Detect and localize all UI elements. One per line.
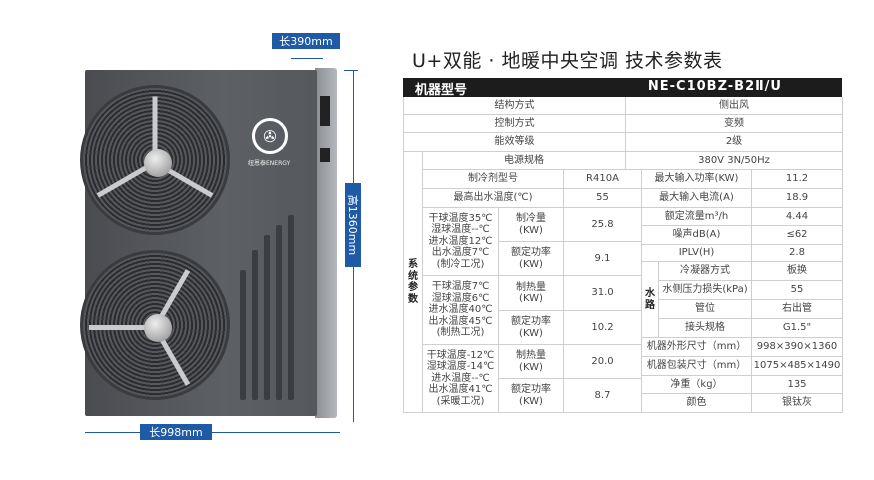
spec-label: 最大输入电流(A)	[642, 189, 752, 208]
spec-value: 20.0	[564, 345, 642, 379]
spec-label: 能效等级	[404, 133, 626, 152]
spec-label: 冷凝器方式	[659, 262, 752, 281]
spec-value: 380V 3N/50Hz	[626, 152, 843, 170]
unit-side-panel	[315, 68, 337, 418]
page-title: U+双能 · 地暖中央空调 技术参数表	[412, 50, 723, 72]
spec-value: G1.5"	[752, 319, 843, 338]
spec-value: 1075×485×1490	[752, 357, 843, 376]
model-header-row: 机器型号 NE-C10BZ-B2Ⅱ/U	[403, 78, 842, 98]
spec-value: 右出管	[752, 300, 843, 319]
test-condition: 干球温度-12℃ 湿球温度-14℃ 进水温度--℃ 出水温度41℃ (采暖工况)	[423, 345, 499, 413]
spec-label: 电源规格	[423, 152, 626, 170]
spec-label: 制冷量 (KW)	[499, 208, 564, 242]
spec-value: 2级	[626, 133, 843, 152]
width-dimension-label: 长998mm	[140, 424, 212, 440]
spec-label: 最高出水温度(℃)	[423, 189, 564, 208]
spec-label: 最大输入功率(KW)	[642, 170, 752, 189]
spec-value: 4.44	[752, 208, 843, 226]
spec-value: R410A	[564, 170, 642, 189]
model-label: 机器型号	[415, 83, 468, 98]
spec-label: 噪声dB(A)	[642, 226, 752, 245]
spec-value: 11.2	[752, 170, 843, 189]
depth-dimension-line	[291, 58, 323, 59]
spec-value: 998×390×1360	[752, 338, 843, 357]
spec-label: 水侧压力损失(kPa)	[659, 281, 752, 300]
brand-logo-text: 纽恩泰ENERGY	[248, 160, 291, 167]
spec-label: 额定功率 (KW)	[499, 242, 564, 276]
fan-top-icon	[80, 85, 230, 235]
spec-label: 接头规格	[659, 319, 752, 338]
spec-value: 55	[564, 189, 642, 208]
spec-value: 板换	[752, 262, 843, 281]
spec-value: 变频	[626, 115, 843, 133]
spec-label: 控制方式	[404, 115, 626, 133]
spec-label: 机器包装尺寸（mm）	[642, 357, 752, 376]
spec-value: 25.8	[564, 208, 642, 242]
system-params-label: 系 统 参 数	[404, 152, 423, 413]
width-dimension-line	[85, 432, 340, 433]
spec-value: 18.9	[752, 189, 843, 208]
spec-value: ≤62	[752, 226, 843, 245]
spec-label: 管位	[659, 300, 752, 319]
spec-label: 额定功率 (KW)	[499, 311, 564, 345]
spec-value: 8.7	[564, 379, 642, 413]
spec-value: 31.0	[564, 276, 642, 311]
spec-value: 银钛灰	[752, 394, 843, 413]
spec-label: 制冷剂型号	[423, 170, 564, 189]
height-dimension-label: 高1360mm	[345, 183, 361, 267]
spec-label: 制热量 (KW)	[499, 345, 564, 379]
spec-label: 制热量 (KW)	[499, 276, 564, 311]
spec-value: 9.1	[564, 242, 642, 276]
spec-label: 机器外形尺寸（mm）	[642, 338, 752, 357]
spec-label: 额定流量m³/h	[642, 208, 752, 226]
brand-logo-icon: ✇	[252, 118, 288, 154]
spec-value: 55	[752, 281, 843, 300]
model-value: NE-C10BZ-B2Ⅱ/U	[647, 79, 782, 94]
spec-label: 净重（kg）	[642, 376, 752, 394]
spec-label: 颜色	[642, 394, 752, 413]
spec-label: 额定功率 (KW)	[499, 379, 564, 413]
depth-dimension-label: 长390mm	[272, 33, 340, 49]
spec-value: 侧出风	[626, 97, 843, 115]
spec-label: IPLV(H)	[642, 245, 752, 262]
spec-value: 10.2	[564, 311, 642, 345]
water-circuit-label: 水 路	[642, 262, 659, 338]
test-condition: 干球温度35℃ 湿球温度--℃ 进水温度12℃ 出水温度7℃ (制冷工况)	[423, 208, 499, 276]
spec-value: 2.8	[752, 245, 843, 262]
test-condition: 干球温度7℃ 湿球温度6℃ 进水温度40℃ 出水温度45℃ (制热工况)	[423, 276, 499, 345]
spec-value: 135	[752, 376, 843, 394]
spec-label: 结构方式	[404, 97, 626, 115]
fan-bottom-icon	[80, 250, 230, 400]
